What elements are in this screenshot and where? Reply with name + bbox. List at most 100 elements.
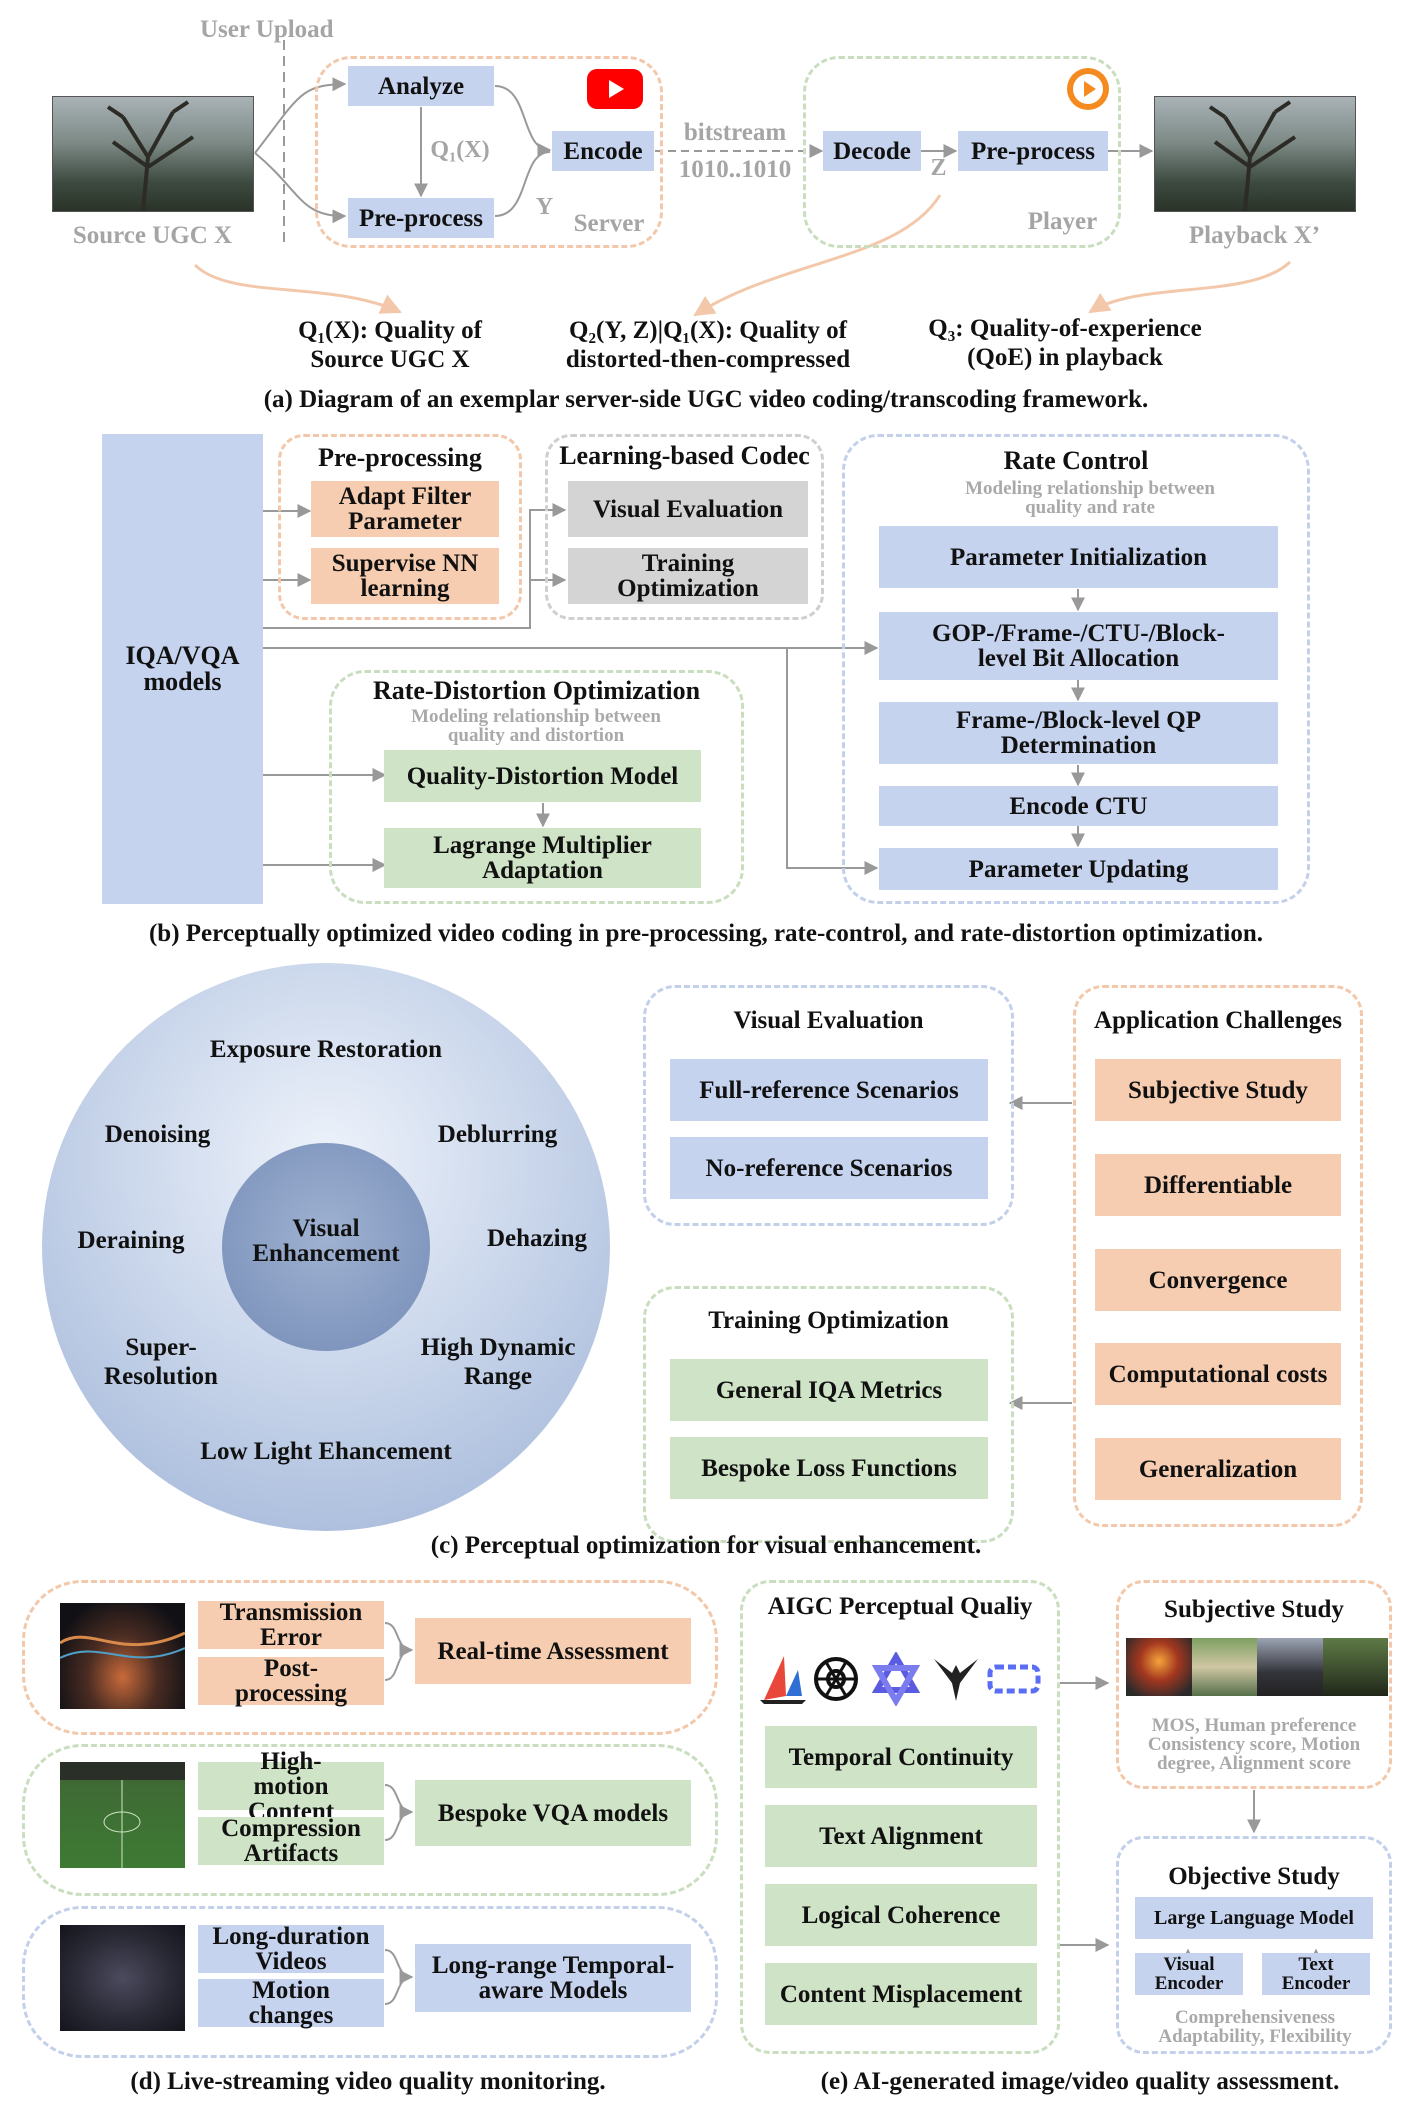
- q1x-label: Q₁(X): [430, 137, 490, 163]
- aigc-title: AIGC Perceptual Qualiy: [767, 1593, 1033, 1620]
- text-alignment-box: Text Alignment: [765, 1805, 1037, 1867]
- text-encoder-box: Text Encoder: [1262, 1953, 1370, 1995]
- openai-logo-icon: [814, 1657, 858, 1701]
- tree-icon: [106, 100, 195, 212]
- encode-ctu-box: Encode CTU: [879, 786, 1278, 826]
- player-region: [803, 56, 1121, 248]
- post-processing-box: Post-processing: [198, 1656, 384, 1706]
- pika-logo-icon: [987, 1664, 1041, 1694]
- label-high-dynamic-range: High Dynamic Range: [420, 1334, 576, 1390]
- training-optimization-box: Training Optimization: [568, 548, 808, 604]
- logical-coherence-box: Logical Coherence: [765, 1884, 1037, 1946]
- caption-e: (e) AI-generated image/video quality ass…: [820, 2068, 1340, 2095]
- subjective-study-box: Subjective Study: [1095, 1059, 1341, 1121]
- iqa-vqa-models-box: IQA/VQA models: [102, 434, 263, 904]
- fire-image: [1126, 1638, 1192, 1696]
- rate-control-region: [842, 434, 1310, 904]
- subjective-study-region: [1116, 1580, 1392, 1789]
- visual-encoder-box: Visual Encoder: [1135, 1953, 1243, 1995]
- label-super-resolution: Super-Resolution: [104, 1334, 218, 1390]
- playback-label: Playback X’: [1188, 222, 1321, 249]
- realtime-assessment-box: Real-time Assessment: [415, 1618, 691, 1684]
- objective-study-region: [1116, 1836, 1392, 2054]
- subjective-image-strip: [1126, 1638, 1388, 1696]
- user-upload-label: User Upload: [200, 16, 334, 43]
- bit-allocation-box: GOP-/Frame-/CTU-/Block-level Bit Allocat…: [879, 612, 1278, 680]
- label-deblurring: Deblurring: [437, 1121, 558, 1148]
- caption-d: (d) Live-streaming video quality monitor…: [130, 2068, 606, 2095]
- rate-control-subtitle: Modeling relationship between quality an…: [965, 478, 1215, 518]
- label-exposure-restoration: Exposure Restoration: [209, 1036, 443, 1063]
- live-thumbnail-1: [59, 1603, 186, 1709]
- label-low-light-enhancement: Low Light Ehancement: [200, 1438, 452, 1465]
- star-logo-icon: [871, 1650, 921, 1708]
- bits-label: 1010..1010: [678, 156, 792, 183]
- server-label: Server: [573, 210, 645, 237]
- training-optimization-region: [643, 1286, 1014, 1543]
- visual-evaluation-box: Visual Evaluation: [568, 481, 808, 537]
- bespoke-vqa-box: Bespoke VQA models: [415, 1780, 691, 1846]
- compression-artifacts-box: Compression Artifacts: [198, 1816, 384, 1866]
- encode-box: Encode: [552, 131, 654, 171]
- live-thumbnail-2: [60, 1762, 185, 1868]
- long-duration-box: Long-duration Videos: [198, 1924, 384, 1974]
- supervise-nn-box: Supervise NN learning: [311, 548, 499, 604]
- center-visual-enhancement: Visual Enhancement: [252, 1215, 400, 1267]
- youtube-icon: [587, 69, 643, 109]
- live-row-3-region: [22, 1906, 718, 2058]
- adapt-filter-box: Adapt Filter Parameter: [311, 481, 499, 537]
- preprocess-box: Pre-process: [348, 198, 494, 238]
- q1-description: Q₁(X): Quality of Source UGC X: [298, 317, 482, 373]
- parameter-initialization-box: Parameter Initialization: [879, 526, 1278, 588]
- content-misplacement-box: Content Misplacement: [765, 1963, 1037, 2025]
- qp-determination-box: Frame-/Block-level QP Determination: [879, 702, 1278, 764]
- bicycle-image: [1322, 1638, 1388, 1696]
- live-row-1-region: [22, 1580, 718, 1735]
- preprocessing-region: [278, 434, 522, 620]
- bespoke-loss-box: Bespoke Loss Functions: [670, 1437, 988, 1499]
- aigc-logos: [756, 1650, 1046, 1708]
- y-label: Y: [535, 194, 554, 220]
- decode-box: Decode: [823, 131, 921, 171]
- wing-logo-icon: [934, 1659, 978, 1701]
- play-icon: [1067, 68, 1109, 110]
- lagrange-multiplier-box: Lagrange Multiplier Adaptation: [384, 828, 701, 888]
- parameter-updating-box: Parameter Updating: [879, 848, 1278, 890]
- caption-c: (c) Perceptual optimization for visual e…: [430, 1532, 982, 1559]
- no-reference-box: No-reference Scenarios: [670, 1137, 988, 1199]
- caption-b: (b) Perceptually optimized video coding …: [148, 920, 1264, 947]
- z-label: Z: [930, 155, 947, 181]
- temporal-continuity-box: Temporal Continuity: [765, 1726, 1037, 1788]
- preprocessing-title: Pre-processing: [318, 443, 482, 472]
- q3-description: Q₃: Quality-of-experience (QoE) in playb…: [928, 315, 1202, 371]
- q2-description: Q₂(Y, Z)|Q₁(X): Quality of distorted-the…: [565, 317, 851, 373]
- source-ugc-label: Source UGC X: [72, 222, 233, 249]
- people-image: [1257, 1638, 1323, 1696]
- enhancement-inner-circle: [222, 1143, 430, 1351]
- playback-thumbnail: [1154, 96, 1356, 212]
- llm-box: Large Language Model: [1135, 1897, 1373, 1939]
- server-region: [315, 56, 663, 248]
- label-dehazing: Dehazing: [487, 1225, 587, 1252]
- bitstream-label: bitstream: [683, 119, 787, 146]
- sail-logo-icon: [760, 1656, 806, 1704]
- computational-costs-box: Computational costs: [1095, 1343, 1341, 1405]
- live-thumbnail-3: [60, 1925, 185, 2031]
- house-image: [1191, 1638, 1257, 1696]
- rdo-subtitle: Modeling relationship between quality an…: [411, 706, 661, 746]
- subjective-study-subtitle: MOS, Human preference Consistency score,…: [1147, 1715, 1361, 1774]
- source-ugc-thumbnail: [52, 96, 254, 212]
- quality-distortion-box: Quality-Distortion Model: [384, 750, 701, 802]
- rdo-region: [329, 670, 744, 904]
- player-label: Player: [1027, 208, 1098, 235]
- general-iqa-box: General IQA Metrics: [670, 1359, 988, 1421]
- learning-codec-title: Learning-based Codec: [559, 441, 810, 470]
- subjective-study-title: Subjective Study: [1164, 1596, 1344, 1623]
- rate-control-title: Rate Control: [1003, 446, 1149, 475]
- tree-icon: [1208, 100, 1297, 212]
- live-row-2-region: [22, 1744, 718, 1896]
- application-challenges-title: Application Challenges: [1094, 1007, 1342, 1034]
- objective-study-title: Objective Study: [1168, 1863, 1340, 1890]
- training-optimization-title: Training Optimization: [708, 1307, 949, 1334]
- full-reference-box: Full-reference Scenarios: [670, 1059, 988, 1121]
